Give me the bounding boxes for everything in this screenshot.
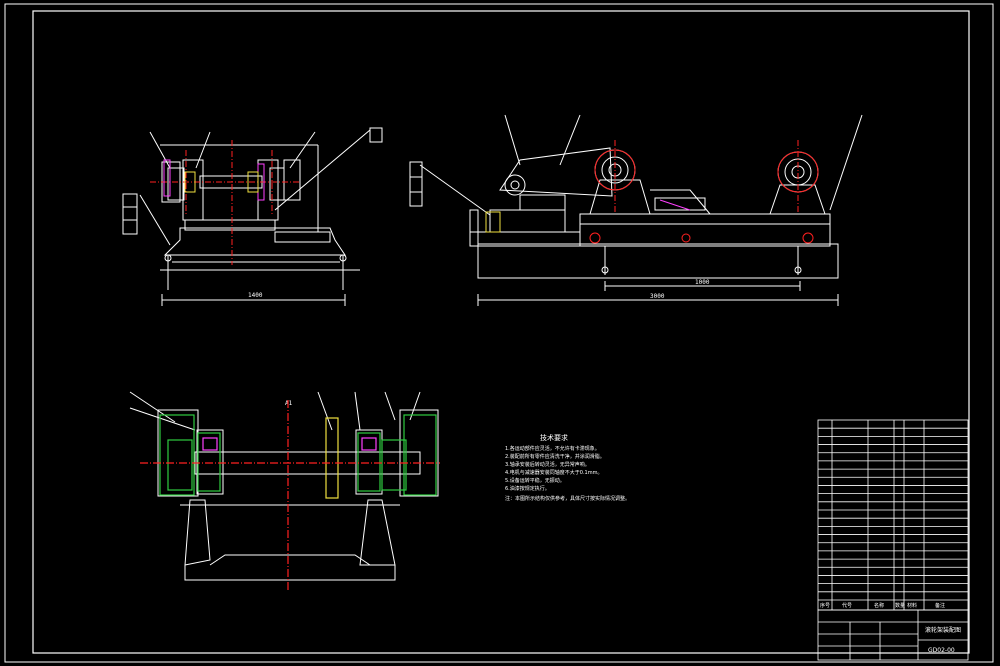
parts-header-name: 名称 xyxy=(874,602,884,609)
front-view: 3000 1000 xyxy=(409,114,863,306)
tech-req-item-4: 4.电机与减速器安装同轴度不大于0.1mm。 xyxy=(505,469,602,476)
parts-header-no: 序号 xyxy=(820,602,830,609)
front-view-color-detail xyxy=(485,140,819,244)
side-view-width-dim: 1400 xyxy=(248,292,263,299)
drawing-outer-frame xyxy=(4,3,994,663)
technical-requirements: 技术要求 1.各运动部件应灵活，不允许有卡滞现象。 2.装配前所有零件应清洗干净… xyxy=(505,433,630,502)
tech-req-item-6: 6.油漆按规定执行。 xyxy=(505,485,550,492)
parts-header-code: 代号 xyxy=(842,602,852,609)
front-view-total-dim: 3000 xyxy=(650,293,665,300)
tech-req-item-3: 3.轴承安装后转动灵活，无异常声响。 xyxy=(505,461,590,468)
tech-req-item-2: 2.装配前所有零件应清洗干净，并涂润滑脂。 xyxy=(505,453,605,460)
side-view-color-detail xyxy=(150,140,300,265)
parts-header-material: 材料 xyxy=(907,602,917,609)
section-view: A1 xyxy=(129,391,439,581)
title-block: 滚轮架装配图 GD02-00 xyxy=(817,609,969,661)
drawing-inner-frame xyxy=(32,10,970,654)
parts-header-qty: 数量 xyxy=(895,602,905,609)
parts-list xyxy=(817,419,969,611)
tech-req-title: 技术要求 xyxy=(540,433,568,442)
tech-req-note: 注：本图所示结构仅供参考，具体尺寸按实际情况调整。 xyxy=(505,495,630,502)
tech-req-item-1: 1.各运动部件应灵活，不允许有卡滞现象。 xyxy=(505,445,600,452)
section-view-color-detail xyxy=(140,400,440,590)
front-view-base-dim: 1000 xyxy=(695,279,710,286)
parts-header-remark: 备注 xyxy=(935,602,945,609)
section-mark: A1 xyxy=(285,400,293,407)
drawing-title: 滚轮架装配图 xyxy=(925,626,961,634)
side-view: 1400 xyxy=(122,127,383,306)
drawing-number: GD02-00 xyxy=(928,647,955,654)
parts-list-header: 序号 代号 名称 数量 材料 备注 xyxy=(820,602,945,609)
tech-req-item-5: 5.设备运转平稳，无振动。 xyxy=(505,477,565,484)
